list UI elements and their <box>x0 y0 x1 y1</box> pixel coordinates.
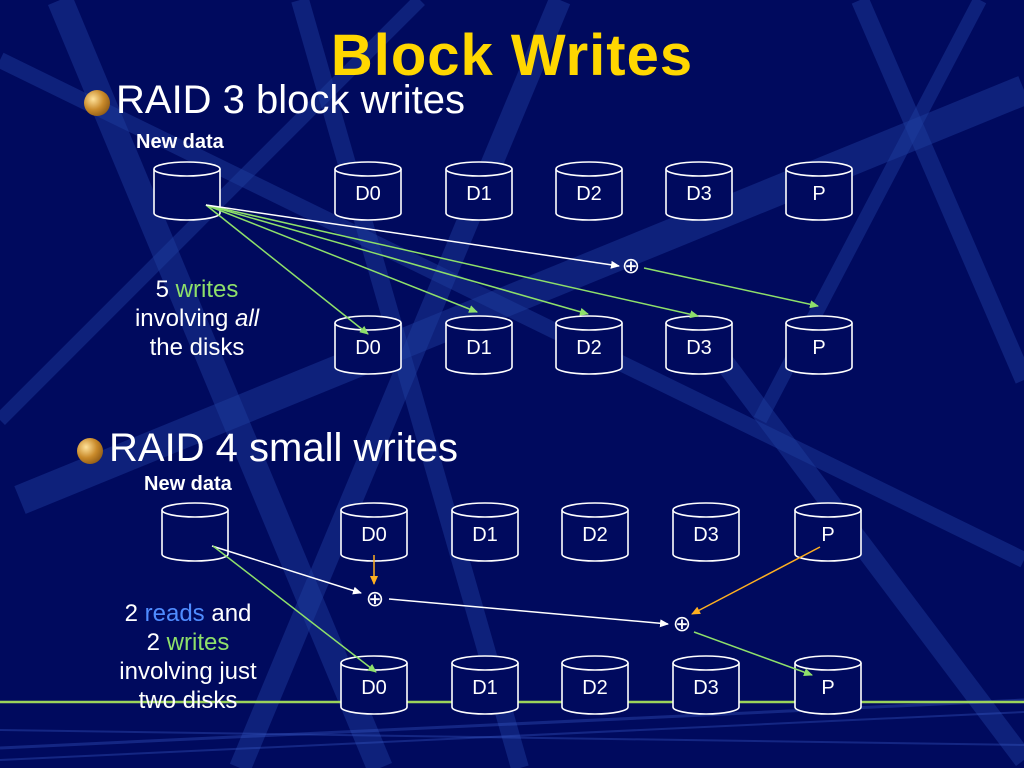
section2-heading: RAID 4 small writes <box>109 426 458 470</box>
raid3-bottom-disk-p-label: P <box>812 337 825 359</box>
raid3-write-arrow-2 <box>205 204 589 316</box>
new-data-disk-2 <box>161 502 229 562</box>
raid3-top-disk-d0-label: D0 <box>355 183 381 205</box>
raid4-top-disk-d1-label: D1 <box>472 524 498 546</box>
section1-note: 5 writes involving all the disks <box>104 275 290 362</box>
raid3-bottom-disk-d2: D2 <box>555 315 623 375</box>
raid3-write-arrow-3 <box>205 204 699 319</box>
raid4-top-disk-p-label: P <box>821 524 834 546</box>
raid3-bottom-disk-d1-label: D1 <box>466 337 492 359</box>
section2-new-data-label: New data <box>144 473 232 495</box>
section1-note-line3: the disks <box>149 334 245 361</box>
raid3-parity-write-arrow <box>643 267 819 309</box>
section1-note-count: 5 <box>155 276 169 303</box>
raid4-top-disk-p: P <box>794 502 862 562</box>
raid4-bottom-disk-d3: D3 <box>672 655 740 715</box>
section2-note: 2 reads and 2 writes involving just two … <box>92 599 284 715</box>
raid3-top-disk-d3: D3 <box>665 161 733 221</box>
raid4-bottom-disk-d1-label: D1 <box>472 677 498 699</box>
raid4-read-old-parity-arrow <box>691 546 821 615</box>
raid4-xor-icon-1: ⊕ <box>366 587 384 612</box>
raid3-bottom-disk-d3: D3 <box>665 315 733 375</box>
raid4-bottom-disk-p: P <box>794 655 862 715</box>
raid3-top-disk-d1: D1 <box>445 161 513 221</box>
raid3-bottom-disk-d2-label: D2 <box>576 337 602 359</box>
section1-heading: RAID 3 block writes <box>116 78 465 122</box>
raid3-top-disk-d2: D2 <box>555 161 623 221</box>
raid3-top-disk-d2-label: D2 <box>576 183 602 205</box>
raid3-top-disk-d3-label: D3 <box>686 183 712 205</box>
raid4-xor-icon-2: ⊕ <box>673 612 691 637</box>
bullet-icon <box>84 90 110 116</box>
raid4-top-disk-d3-label: D3 <box>693 524 719 546</box>
raid3-top-disk-d1-label: D1 <box>466 183 492 205</box>
raid3-bottom-disk-d3-label: D3 <box>686 337 712 359</box>
raid4-bottom-disk-d1: D1 <box>451 655 519 715</box>
section2-note-count1: 2 <box>124 600 138 627</box>
raid4-parity-write-arrow <box>693 631 813 677</box>
raid3-write-arrow-0 <box>205 204 369 335</box>
raid4-top-disk-d0-label: D0 <box>361 524 387 546</box>
raid4-top-disk-d2: D2 <box>561 502 629 562</box>
raid4-bottom-disk-d2: D2 <box>561 655 629 715</box>
raid3-xor-icon: ⊕ <box>622 254 640 279</box>
bullet-icon <box>77 438 103 464</box>
raid3-bottom-disk-d0: D0 <box>334 315 402 375</box>
raid4-xor-to-xor-arrow <box>388 598 669 628</box>
raid3-bottom-disk-d1: D1 <box>445 315 513 375</box>
raid3-top-disk-p: P <box>785 161 853 221</box>
section1-new-data-label: New data <box>136 131 224 153</box>
raid3-bottom-disk-d0-label: D0 <box>355 337 381 359</box>
section2-note-writes: writes <box>166 629 230 656</box>
raid4-bottom-disk-d0-label: D0 <box>361 677 387 699</box>
raid4-top-disk-d3: D3 <box>672 502 740 562</box>
raid4-bottom-disk-d2-label: D2 <box>582 677 608 699</box>
raid3-arrow-to-xor <box>205 204 620 269</box>
section2-note-line3: involving just <box>119 658 257 685</box>
raid3-bottom-disk-p: P <box>785 315 853 375</box>
section1-note-writes: writes <box>175 276 239 303</box>
section2-note-line4: two disks <box>138 687 238 714</box>
section2-note-reads: reads <box>144 600 205 627</box>
section2-note-and: and <box>211 600 252 627</box>
section1-note-line2: involving <box>134 305 229 332</box>
raid3-write-arrow-1 <box>205 204 478 313</box>
raid4-top-disk-d0: D0 <box>340 502 408 562</box>
raid4-newdata-to-xor-arrow <box>211 545 362 595</box>
slide-title: Block Writes <box>330 23 694 88</box>
raid4-bottom-disk-d3-label: D3 <box>693 677 719 699</box>
section1-note-all: all <box>235 305 260 332</box>
raid4-top-disk-d2-label: D2 <box>582 524 608 546</box>
raid3-top-disk-d0: D0 <box>334 161 402 221</box>
raid4-bottom-disk-d0: D0 <box>340 655 408 715</box>
raid4-data-write-arrow <box>212 545 377 673</box>
raid4-top-disk-d1: D1 <box>451 502 519 562</box>
new-data-disk-1 <box>153 161 221 221</box>
raid3-top-disk-p-label: P <box>812 183 825 205</box>
raid4-bottom-disk-p-label: P <box>821 677 834 699</box>
section2-note-count2: 2 <box>146 629 160 656</box>
